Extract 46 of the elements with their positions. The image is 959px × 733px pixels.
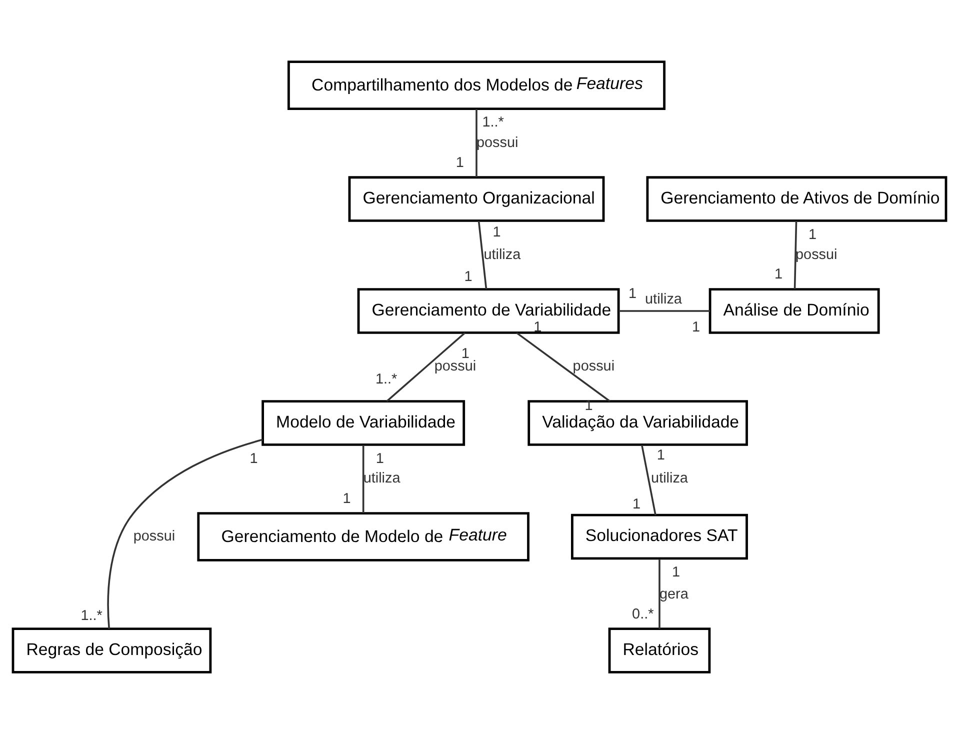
- node-box: Gerenciamento Organizacional: [348, 176, 605, 222]
- connector: [476, 108, 478, 177]
- label: 1: [464, 268, 472, 285]
- label: 1..*: [80, 607, 102, 624]
- label: 1..*: [482, 114, 504, 130]
- label: 1: [774, 266, 782, 282]
- connector: [386, 332, 466, 402]
- node-box: Gerenciamento de Modelo de Feature: [197, 512, 530, 561]
- label: 1: [808, 226, 817, 242]
- label: 1: [632, 496, 641, 512]
- edge-label: possui: [133, 528, 176, 544]
- connector: [641, 444, 656, 515]
- edge-label: utiliza: [651, 470, 688, 486]
- label: 1: [628, 286, 637, 302]
- label: 1: [584, 398, 593, 414]
- connector: [478, 220, 488, 289]
- node-box: Gerenciamento de Ativos de Domínio: [646, 176, 948, 222]
- connector: [618, 310, 710, 312]
- node-box: Regras de Composição: [12, 627, 212, 673]
- edge-label: utiliza: [484, 246, 521, 262]
- node-box: Compartilhamento dos Modelos de Features: [287, 60, 666, 110]
- node-box: Relatórios: [608, 627, 711, 673]
- label: 1: [250, 450, 258, 467]
- node-box: Modelo de Variabilidade: [262, 400, 466, 446]
- connector: [362, 444, 364, 513]
- label: 1: [692, 318, 700, 335]
- label: 1..*: [375, 370, 398, 387]
- connector: [516, 332, 610, 402]
- label: 1: [672, 564, 680, 580]
- edge-label: utiliza: [363, 470, 400, 486]
- node-box: Solucionadores SAT: [571, 513, 748, 560]
- connector: [658, 558, 660, 628]
- node-box: Análise de Domínio: [708, 288, 880, 334]
- edge-label: possui: [796, 246, 838, 262]
- label: 1: [656, 446, 665, 463]
- connector: [794, 220, 798, 289]
- label: 1: [456, 154, 464, 171]
- edge-label: possui: [572, 358, 615, 374]
- label: 0..*: [632, 606, 654, 622]
- edge-label: possui: [476, 134, 518, 150]
- label: 1: [376, 450, 384, 466]
- edge-label: utiliza: [645, 290, 682, 307]
- label: 1: [534, 318, 542, 335]
- label: 1: [342, 490, 351, 506]
- connector: [107, 438, 263, 628]
- label: 1: [492, 224, 501, 240]
